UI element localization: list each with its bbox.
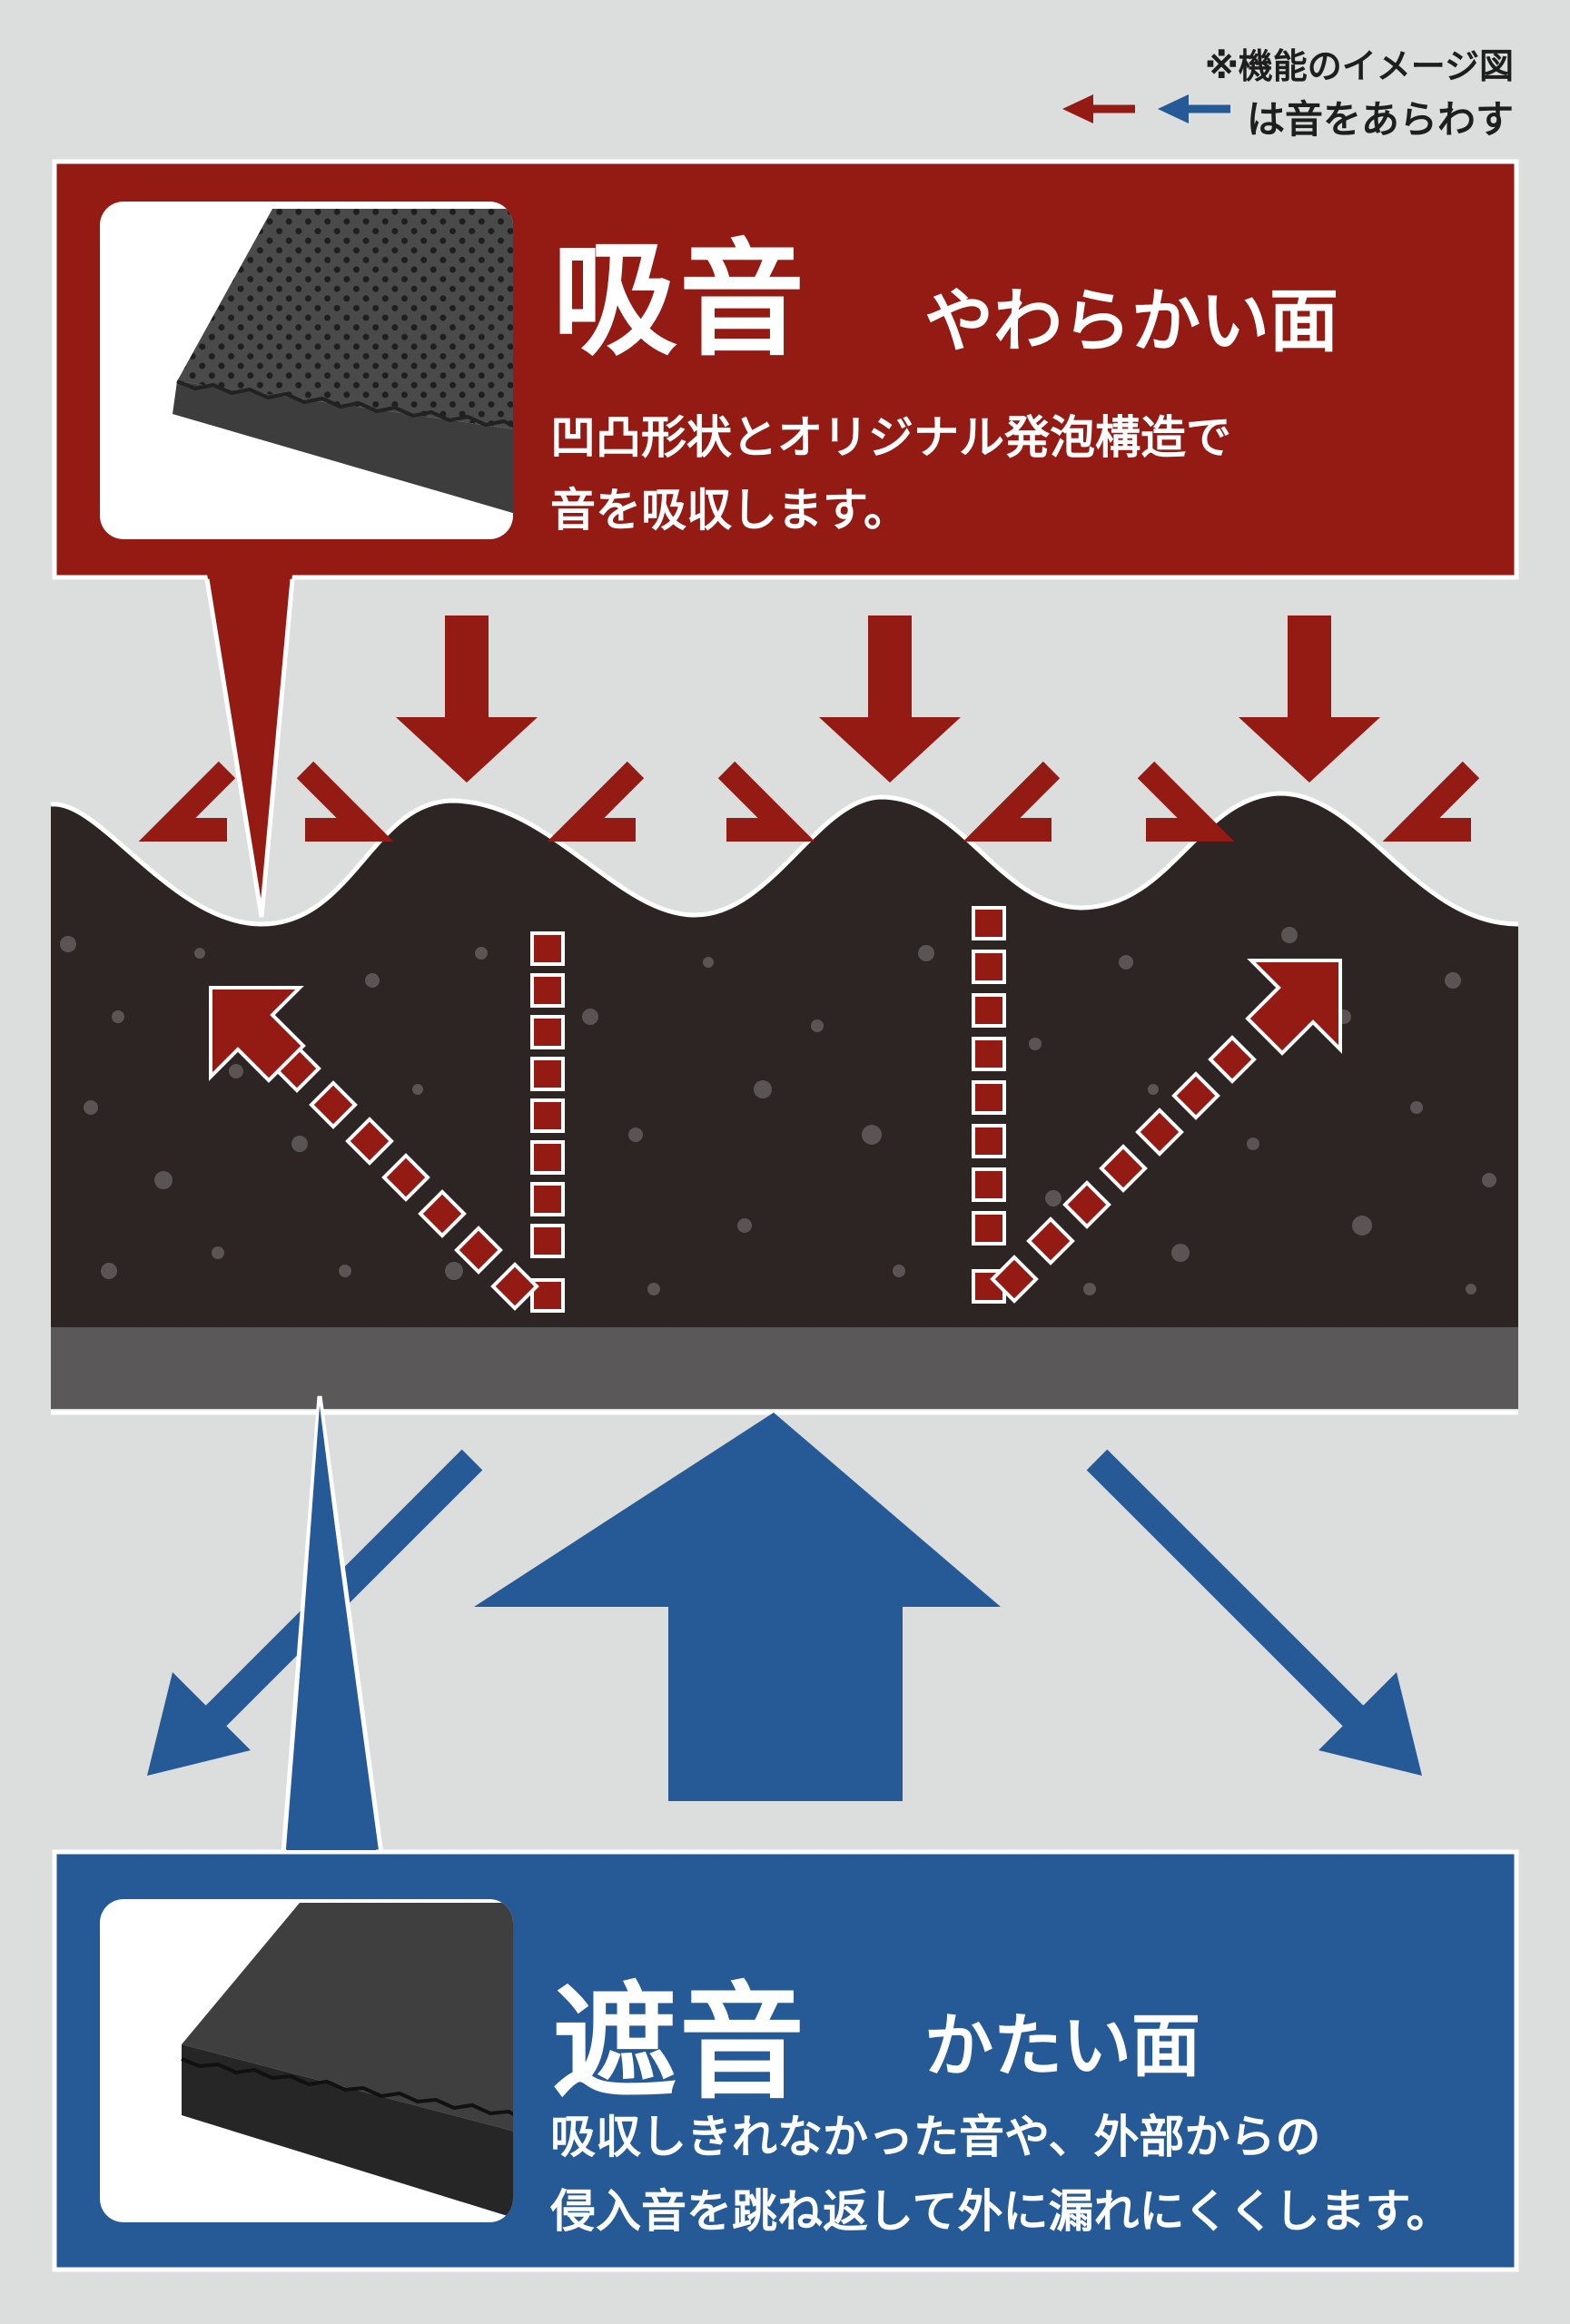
insulation-description-line1: 吸収しきれなかった音や、外部からの	[550, 2111, 1321, 2163]
legend-label: は音をあらわす	[1246, 97, 1514, 142]
absorption-foam-photo	[100, 202, 513, 539]
sound-arrow-diag-left-icon	[547, 761, 645, 842]
sound-arrow-diag-right-icon	[1137, 761, 1235, 842]
foam-block	[50, 791, 1519, 1415]
sound-arrow-down-icon	[396, 615, 538, 783]
reflect-arrow-up-right-icon	[1245, 959, 1342, 1056]
sound-arrow-diag-left-icon	[1382, 761, 1480, 842]
image-note: ※機能のイメージ図	[1204, 46, 1514, 86]
incoming-sound-arrows	[138, 615, 1480, 842]
insulation-foam-photo	[100, 1899, 513, 2222]
legend-blue-arrow-icon	[1158, 94, 1230, 123]
sound-arrow-diag-left-icon	[963, 761, 1061, 842]
sound-arrow-down-icon	[819, 615, 961, 783]
legend-red-arrow-icon	[1062, 94, 1135, 123]
reflect-arrow-up-icon	[474, 1413, 1001, 1801]
insulation-title: 遮音	[552, 1970, 807, 2116]
absorption-description-line1: 凹凸形状とオリジナル発泡構造で	[550, 411, 1231, 464]
internal-sound-paths	[209, 906, 1342, 1313]
absorption-title: 吸音	[552, 227, 807, 373]
insulation-description-line2: 侵入音を跳ね返して外に漏れにくくします。	[550, 2185, 1452, 2238]
sound-arrow-down-icon	[1239, 615, 1380, 783]
absorption-description-line2: 音を吸収します。	[550, 484, 909, 537]
sound-arrow-diag-right-icon	[296, 761, 394, 842]
insulation-subtitle: かたい面	[924, 2005, 1200, 2086]
reflect-arrow-up-left-icon	[209, 986, 306, 1083]
reflect-arrow-down-right-icon	[1086, 1449, 1422, 1776]
sound-arrow-diag-right-icon	[717, 761, 815, 842]
sound-arrow-diag-left-icon	[138, 761, 236, 842]
absorption-subtitle: やわらかい面	[924, 281, 1338, 361]
